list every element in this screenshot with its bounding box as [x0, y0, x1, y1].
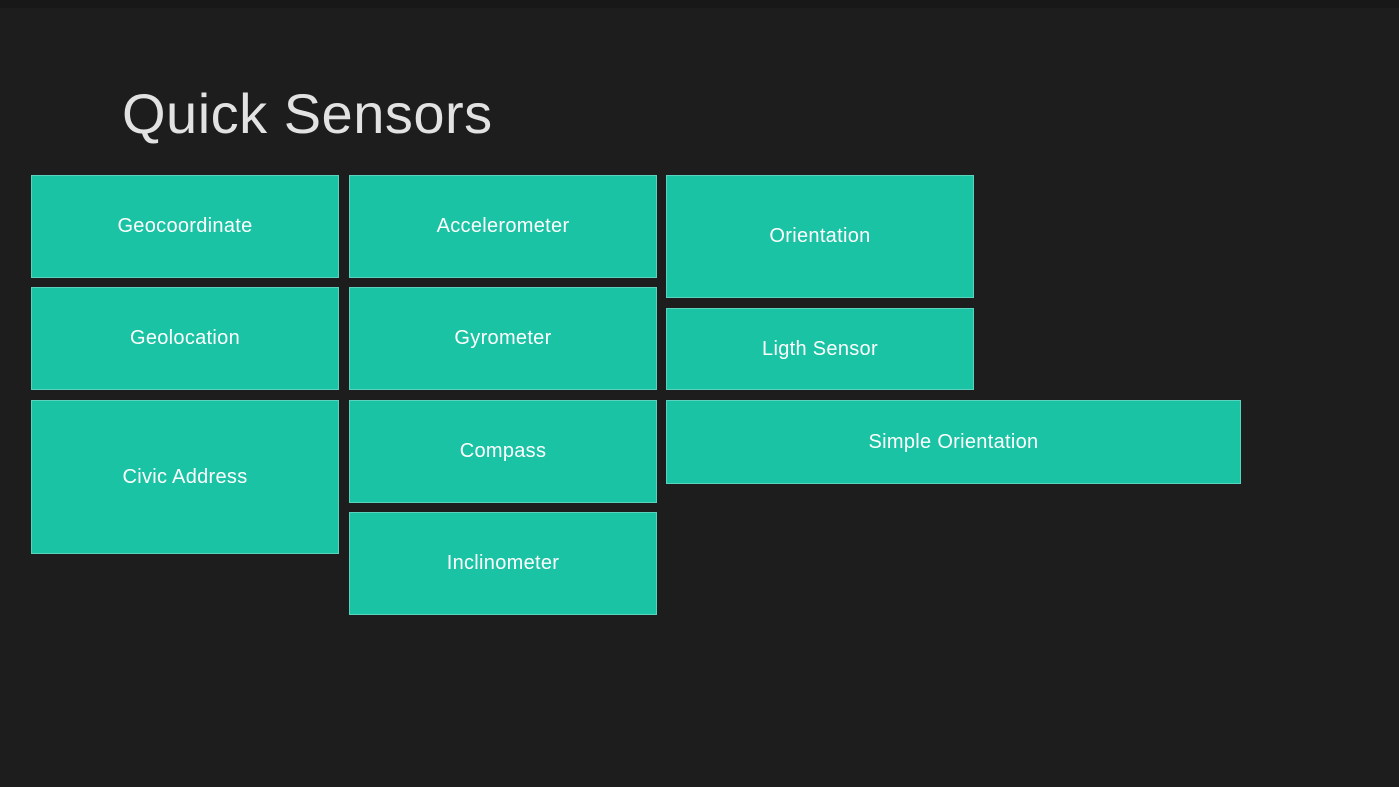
tile-accelerometer[interactable]: Accelerometer	[349, 175, 657, 278]
page-title: Quick Sensors	[122, 81, 493, 145]
tile-simple-orientation[interactable]: Simple Orientation	[666, 400, 1241, 484]
tile-light-sensor[interactable]: Ligth Sensor	[666, 308, 974, 390]
top-edge-strip	[0, 0, 1399, 8]
tile-geocoordinate[interactable]: Geocoordinate	[31, 175, 339, 278]
tile-compass[interactable]: Compass	[349, 400, 657, 503]
tile-gyrometer[interactable]: Gyrometer	[349, 287, 657, 390]
tile-civic-address[interactable]: Civic Address	[31, 400, 339, 554]
tile-inclinometer[interactable]: Inclinometer	[349, 512, 657, 615]
tile-orientation[interactable]: Orientation	[666, 175, 974, 298]
tile-geolocation[interactable]: Geolocation	[31, 287, 339, 390]
